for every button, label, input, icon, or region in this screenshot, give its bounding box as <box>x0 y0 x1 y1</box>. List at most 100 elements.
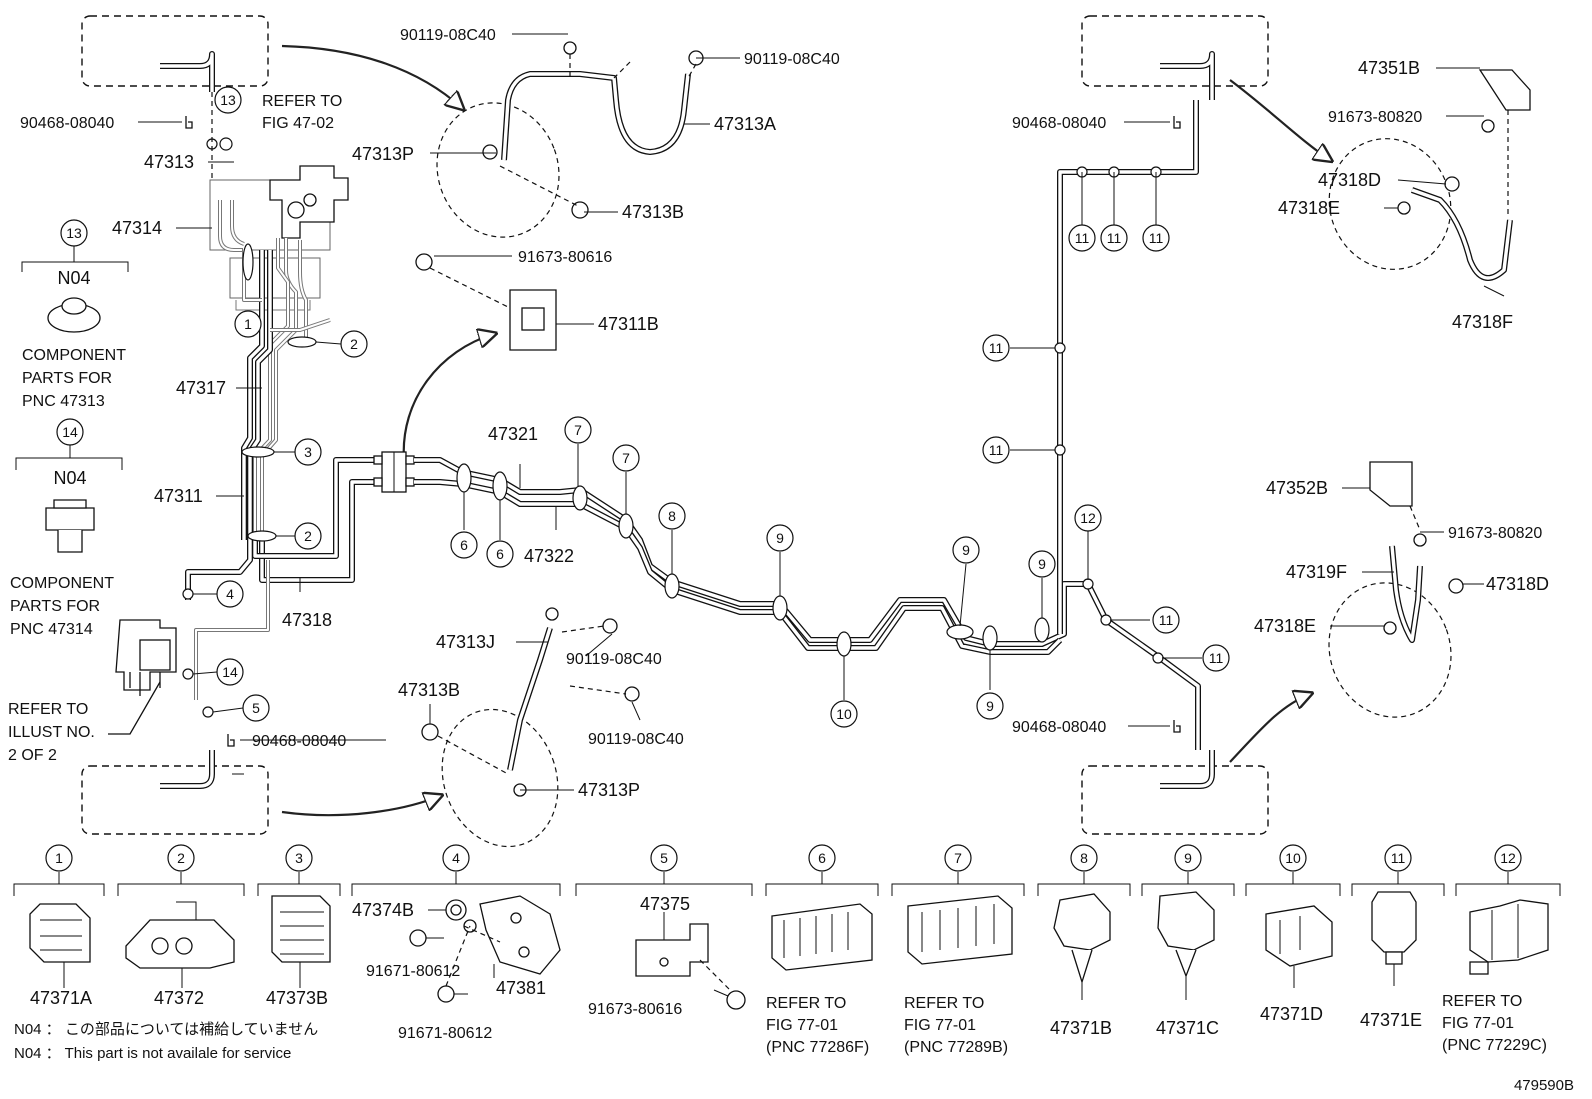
svg-text:11: 11 <box>1159 612 1174 628</box>
callout-5: 5 <box>212 694 270 722</box>
callout-4: 4 <box>193 580 244 608</box>
clip-pnc-77289b-drawing <box>907 895 1013 965</box>
callout-14-mid: 14 <box>192 658 244 686</box>
clip-47373b-drawing <box>271 895 331 988</box>
refer-fig-47-02-line2: FIG 47-02 <box>262 115 334 132</box>
label-90468-08040-a: 90468-08040 <box>20 115 114 132</box>
svg-text:6: 6 <box>818 850 826 866</box>
svg-text:4: 4 <box>452 850 460 866</box>
label-47371a: 47371A <box>30 988 92 1008</box>
refer-fig-47-02-line1: REFER TO <box>262 93 342 110</box>
label-47322: 47322 <box>524 546 574 566</box>
callout-13-top: 13 <box>214 86 242 114</box>
diagram-callouts: 13 1 2 3 2 4 14 5 6 6 7 7 8 9 10 9 9 9 1… <box>192 86 1230 728</box>
bottom-callout-10: 10 <box>1279 844 1307 872</box>
svg-text:9: 9 <box>986 698 994 714</box>
callout-9-b: 9 <box>952 536 980 564</box>
callout-11-c: 11 <box>1142 224 1170 252</box>
bottom-callout-2: 2 <box>167 844 195 872</box>
label-47313b-b: 47313B <box>398 680 460 700</box>
svg-text:3: 3 <box>304 444 312 460</box>
label-47372: 47372 <box>154 988 204 1008</box>
label-47313j: 47313J <box>436 632 495 652</box>
label-47311b: 47311B <box>598 314 659 334</box>
callout-9-c: 9 <box>976 692 1004 720</box>
main-pipe-run <box>373 100 1201 750</box>
label-47313: 47313 <box>144 152 194 172</box>
label-47373b: 47373B <box>266 988 328 1008</box>
label-47375: 47375 <box>640 894 690 914</box>
ref-77289b-line2: FIG 77-01 <box>904 1017 976 1034</box>
label-47313p-a: 47313P <box>352 144 414 164</box>
label-47318: 47318 <box>282 610 332 630</box>
svg-text:6: 6 <box>496 546 504 562</box>
svg-text:13: 13 <box>220 92 236 108</box>
actuator-tube-bundle <box>182 165 382 718</box>
bottom-parts-strip: 1 2 3 4 5 6 7 8 9 10 11 12 <box>13 844 1561 1056</box>
svg-text:2: 2 <box>350 336 358 352</box>
svg-text:7: 7 <box>574 422 582 438</box>
callout-7-b: 7 <box>612 444 640 472</box>
clip-47371e-drawing <box>1371 891 1417 986</box>
label-47318f: 47318F <box>1452 312 1513 332</box>
callout-10: 10 <box>830 700 858 728</box>
label-47352b: 47352B <box>1266 478 1328 498</box>
label-47319f: 47319F <box>1286 562 1347 582</box>
ref-77289b-line1: REFER TO <box>904 995 984 1012</box>
n04-component-group-13: 13 N04 COMPONENT PARTS FOR PNC 47313 <box>21 219 129 410</box>
footnote-en: N04 ： This part is not availale for serv… <box>14 1045 291 1062</box>
svg-text:COMPONENT: COMPONENT <box>10 575 114 592</box>
svg-text:11: 11 <box>1149 230 1164 246</box>
bottom-callout-9: 9 <box>1174 844 1202 872</box>
label-90468-08040-b: 90468-08040 <box>252 733 346 750</box>
footnote-jp: N04 ： この部品については補給していません <box>14 1021 318 1038</box>
svg-text:14: 14 <box>62 424 78 440</box>
ref-77286f-line2: FIG 77-01 <box>766 1017 838 1034</box>
ref-77229c-line3: (PNC 77229C) <box>1442 1037 1547 1054</box>
clip-47371b-drawing <box>1053 893 1111 1000</box>
label-47371c: 47371C <box>1156 1018 1219 1038</box>
label-47371e: 47371E <box>1360 1010 1422 1030</box>
clip-47371c-drawing <box>1157 891 1215 1000</box>
svg-text:9: 9 <box>1038 556 1046 572</box>
callout-12: 12 <box>1074 504 1102 532</box>
clip-47372-drawing <box>125 901 235 988</box>
bottom-callout-4: 4 <box>442 844 470 872</box>
callout-8: 8 <box>658 502 686 530</box>
refer-illust-line1: REFER TO <box>8 701 88 718</box>
clip-pnc-77286f-drawing <box>771 903 873 971</box>
detail-insets <box>415 41 1531 848</box>
callout-1: 1 <box>234 310 262 338</box>
label-47351b: 47351B <box>1358 58 1420 78</box>
svg-text:9: 9 <box>776 530 784 546</box>
clip-47371d-drawing <box>1265 905 1333 988</box>
svg-text:PNC 47314: PNC 47314 <box>10 621 93 638</box>
callout-3: 3 <box>274 438 322 466</box>
svg-text:11: 11 <box>1107 230 1122 246</box>
clip-47371a-drawing <box>29 903 91 988</box>
svg-text:1: 1 <box>55 850 63 866</box>
clip-47374b-47381-drawing <box>409 895 561 1003</box>
svg-text:6: 6 <box>460 537 468 553</box>
label-47371d: 47371D <box>1260 1004 1323 1024</box>
callout-11-d: 11 <box>982 334 1010 362</box>
svg-text:11: 11 <box>1209 650 1224 666</box>
reference-arrows <box>281 44 1330 817</box>
ref-77229c-line1: REFER TO <box>1442 993 1522 1010</box>
callout-11-e: 11 <box>982 436 1010 464</box>
svg-text:5: 5 <box>660 850 668 866</box>
refer-illust-line2: ILLUST NO. <box>8 724 95 741</box>
svg-text:3: 3 <box>295 850 303 866</box>
svg-text:5: 5 <box>252 700 260 716</box>
label-47318e-b: 47318E <box>1254 616 1316 636</box>
callout-7-a: 7 <box>564 416 592 444</box>
callout-11-a: 11 <box>1068 224 1096 252</box>
callout-9-a: 9 <box>766 524 794 552</box>
leader-lines <box>138 33 1505 791</box>
ref-77286f-line3: (PNC 77286F) <box>766 1039 869 1056</box>
bottom-callout-12: 12 <box>1494 844 1522 872</box>
svg-text:11: 11 <box>1391 850 1406 866</box>
actuator-bracket <box>108 619 177 735</box>
bottom-callout-11: 11 <box>1384 844 1412 872</box>
